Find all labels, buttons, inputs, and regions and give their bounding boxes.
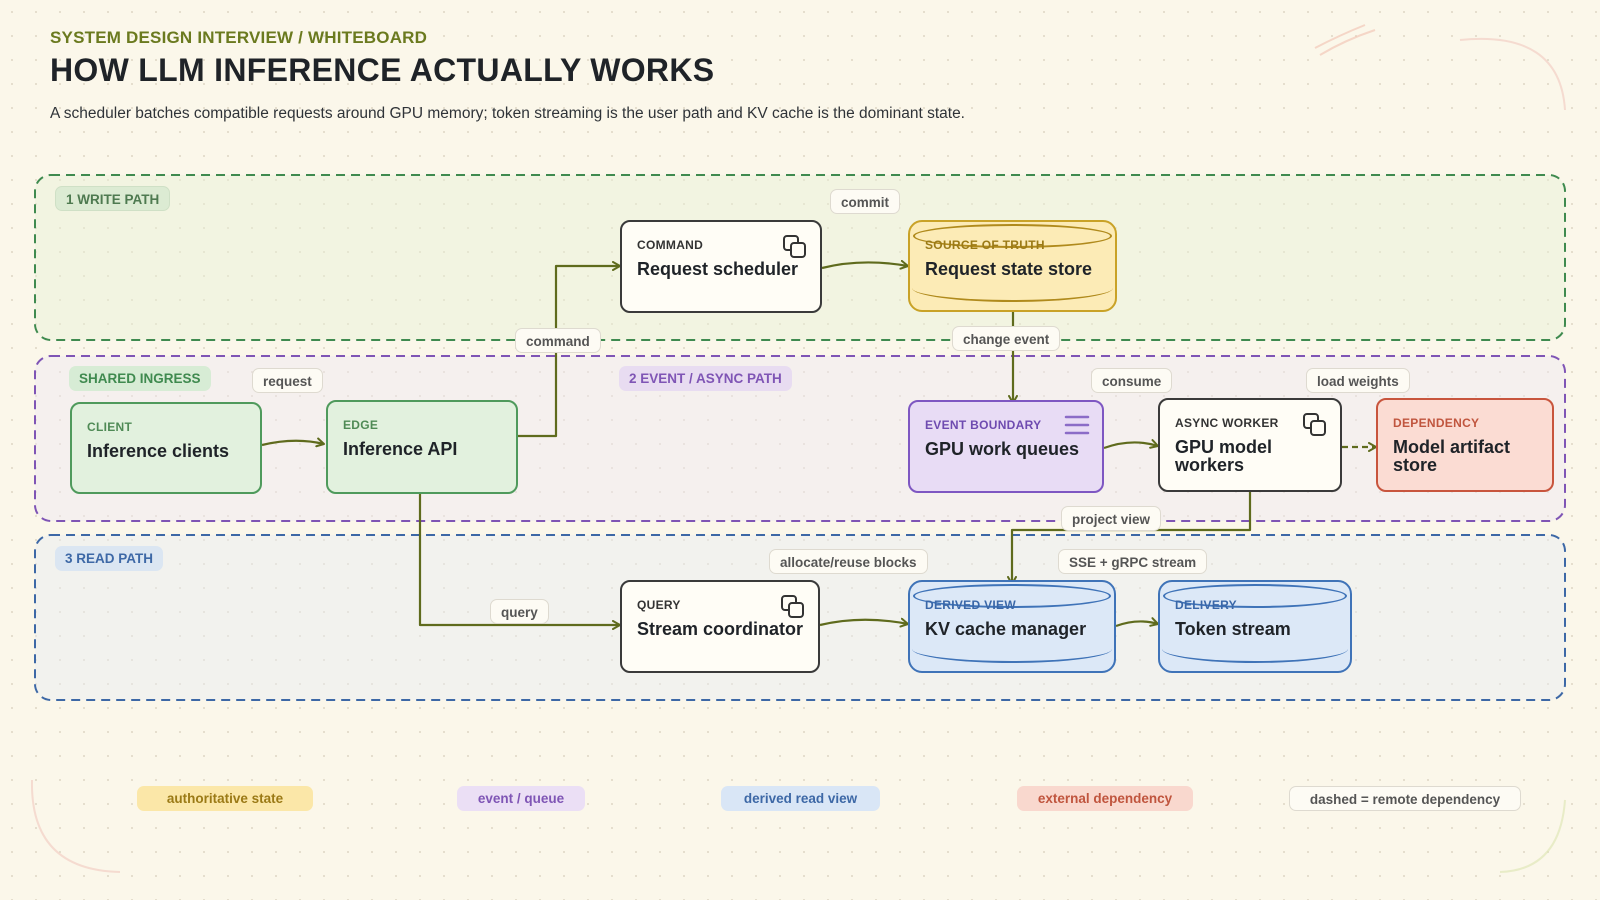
node-name: Token stream <box>1175 619 1291 639</box>
node-name: Model artifact store <box>1393 437 1511 475</box>
lane-tag-shared-ingress: SHARED INGRESS <box>69 366 211 391</box>
cylinder-top <box>913 224 1112 248</box>
decor-corner-arc <box>1499 799 1566 873</box>
node-kind-label: EDGE <box>343 418 379 432</box>
lane-tag-read: 3 READ PATH <box>55 546 164 571</box>
node-name: Stream coordinator <box>637 619 804 639</box>
node-gpu-model-workers[interactable]: ASYNC WORKER GPU model workers <box>1158 398 1342 492</box>
edge-kv-cache-to-token-stream <box>1115 617 1159 628</box>
node-name: Inference API <box>343 439 458 459</box>
edge-api-to-coordinator <box>418 492 621 630</box>
node-name: Request state store <box>925 259 1093 279</box>
edge-label-load-weights: load weights <box>1306 368 1410 393</box>
edge-queues-to-workers <box>1103 439 1159 450</box>
cylinder-base <box>912 288 1113 302</box>
legend-event-queue: event / queue <box>457 786 585 811</box>
node-name: KV cache manager <box>925 619 1087 639</box>
node-kind-label: EVENT BOUNDARY <box>925 418 1042 432</box>
cylinder-base <box>1162 649 1348 663</box>
menu-icon <box>1064 414 1090 441</box>
edge-label-project-view: project view <box>1061 506 1162 531</box>
node-inference-clients[interactable]: CLIENT Inference clients <box>70 402 262 494</box>
node-name: Request scheduler <box>637 259 799 279</box>
node-kind-label: CLIENT <box>87 420 133 434</box>
node-kind-label: SOURCE OF TRUTH <box>925 238 1045 252</box>
edge-clients-to-api <box>261 437 325 448</box>
cylinder-base <box>912 649 1112 663</box>
edge-label-commit: commit <box>830 189 901 214</box>
copy-icon <box>782 234 808 265</box>
node-name: Inference clients <box>87 441 230 461</box>
node-model-artifact-store[interactable]: DEPENDENCY Model artifact store <box>1376 398 1554 492</box>
node-token-stream[interactable]: DELIVERY Token stream <box>1158 580 1352 673</box>
node-name: GPU model workers <box>1175 437 1273 475</box>
lane-tag-write: 1 WRITE PATH <box>55 186 171 211</box>
node-inference-api[interactable]: EDGE Inference API <box>326 400 518 494</box>
copy-icon <box>780 594 806 625</box>
legend-derived-read-view: derived read view <box>721 786 880 811</box>
page-subtitle: A scheduler batches compatible requests … <box>50 105 965 122</box>
edge-label-sse-grpc-stream: SSE + gRPC stream <box>1058 549 1208 574</box>
node-name: GPU work queues <box>925 439 1080 459</box>
node-kind-label: DERIVED VIEW <box>925 598 1016 612</box>
edge-label-query: query <box>490 599 549 624</box>
edge-label-request: request <box>252 368 323 393</box>
decor-scribble <box>1314 24 1376 56</box>
legend-remote-dependency: dashed = remote dependency <box>1289 786 1521 811</box>
node-kind-label: DELIVERY <box>1175 598 1237 612</box>
decor-corner-arc <box>30 779 121 873</box>
page-title: HOW LLM INFERENCE ACTUALLY WORKS <box>50 52 715 88</box>
decor-corner-arc <box>1459 37 1566 111</box>
edge-label-consume: consume <box>1091 368 1173 393</box>
node-kv-cache-manager[interactable]: DERIVED VIEW KV cache manager <box>908 580 1116 673</box>
node-stream-coordinator[interactable]: QUERY Stream coordinator <box>620 580 820 673</box>
node-kind-label: COMMAND <box>637 238 704 252</box>
node-kind-label: ASYNC WORKER <box>1175 416 1279 430</box>
edge-label-command: command <box>515 328 601 353</box>
node-kind-label: DEPENDENCY <box>1393 416 1480 430</box>
node-kind-label: QUERY <box>637 598 681 612</box>
edge-label-change-event: change event <box>952 326 1061 351</box>
page-eyebrow: SYSTEM DESIGN INTERVIEW / WHITEBOARD <box>50 28 428 47</box>
cylinder-top <box>1163 584 1347 608</box>
lane-tag-event: 2 EVENT / ASYNC PATH <box>619 366 792 391</box>
legend-external-dependency: external dependency <box>1017 786 1193 811</box>
node-request-state-store[interactable]: SOURCE OF TRUTH Request state store <box>908 220 1117 312</box>
edge-coordinator-to-kv-cache <box>819 617 909 628</box>
edge-scheduler-to-store <box>821 259 909 270</box>
node-gpu-work-queues[interactable]: EVENT BOUNDARY GPU work queues <box>908 400 1104 493</box>
copy-icon <box>1302 412 1328 443</box>
legend-authoritative-state: authoritative state <box>137 786 313 811</box>
cylinder-top <box>913 584 1111 608</box>
node-request-scheduler[interactable]: COMMAND Request scheduler <box>620 220 822 313</box>
edge-label-allocate-reuse-blocks: allocate/reuse blocks <box>769 549 928 574</box>
